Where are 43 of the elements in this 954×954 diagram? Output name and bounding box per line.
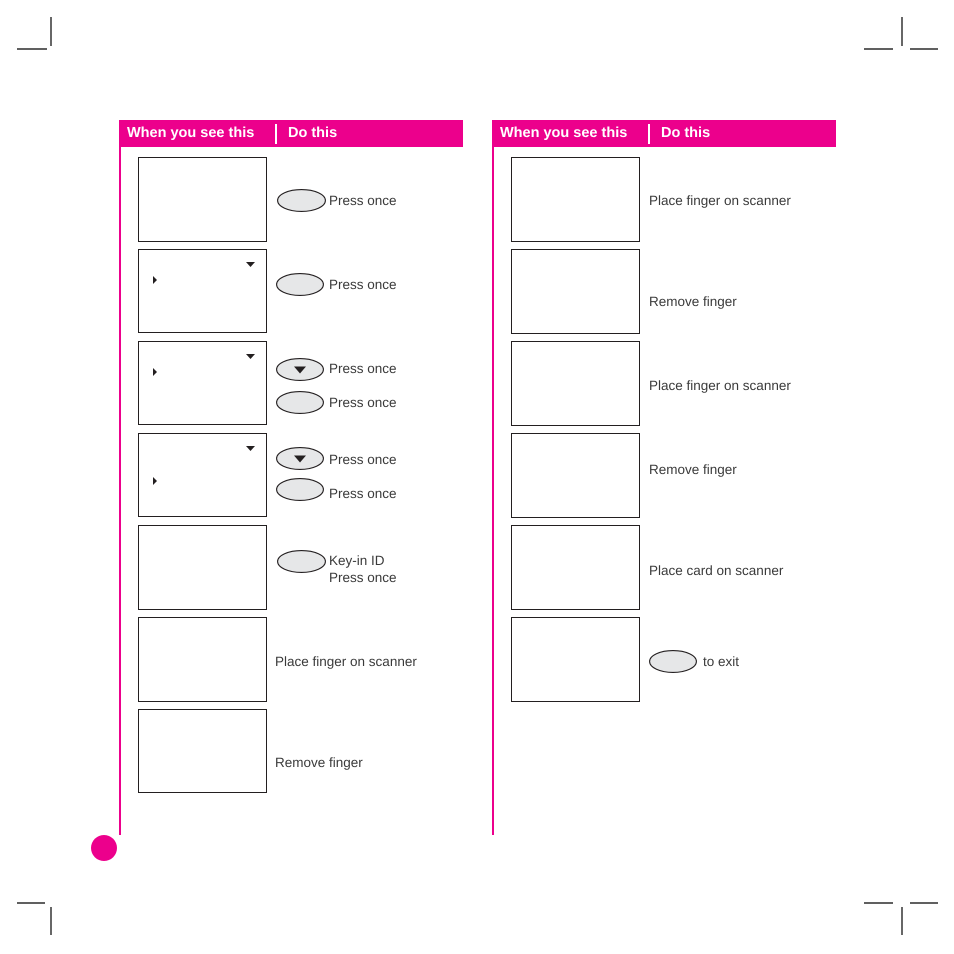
down-arrow-button-icon [276, 447, 324, 470]
instruction-text: Press once [329, 276, 397, 292]
header-bar [492, 120, 836, 147]
instruction-text: Remove finger [649, 292, 737, 310]
column-header: When you see this [500, 124, 628, 143]
display-screen [138, 525, 267, 610]
down-arrow-button-icon [276, 358, 324, 381]
keypad-button-icon [649, 650, 697, 673]
instruction-text: Press once [329, 568, 397, 586]
keypad-button-icon [277, 550, 326, 573]
display-screen [138, 433, 267, 517]
keypad-button-icon [276, 478, 324, 501]
display-screen [511, 249, 640, 334]
instruction-text: Press once [329, 484, 397, 502]
instruction-text: Place finger on scanner [649, 376, 791, 394]
display-screen [511, 157, 640, 242]
keypad-button-icon [276, 273, 324, 296]
header-bar [119, 120, 463, 147]
instruction-text: Place finger on scanner [649, 192, 791, 208]
display-screen [511, 525, 640, 610]
display-screen [511, 617, 640, 702]
display-screen [511, 433, 640, 518]
instruction-text: Remove finger [275, 754, 363, 770]
column-header: Do this [661, 124, 710, 143]
column-header: Do this [288, 124, 338, 143]
instruction-text: Place finger on scanner [275, 652, 417, 670]
instruction-text: Press once [329, 450, 397, 468]
display-screen [511, 341, 640, 426]
instruction-text: Remove finger [649, 460, 737, 478]
instruction-text: Place card on scanner [649, 562, 784, 578]
instruction-text: Press once [329, 394, 397, 410]
keypad-button-icon [276, 391, 324, 414]
display-screen [138, 249, 267, 333]
display-screen [138, 341, 267, 425]
display-screen [138, 709, 267, 793]
display-screen [138, 617, 267, 702]
instruction-text: Press once [329, 192, 397, 208]
column-header: When you see this [127, 124, 254, 143]
instruction-text: Press once [329, 360, 397, 376]
instruction-text: to exit [703, 652, 740, 670]
display-screen [138, 157, 267, 242]
keypad-button-icon [277, 189, 326, 212]
instruction-text: Key-in ID [329, 552, 385, 568]
